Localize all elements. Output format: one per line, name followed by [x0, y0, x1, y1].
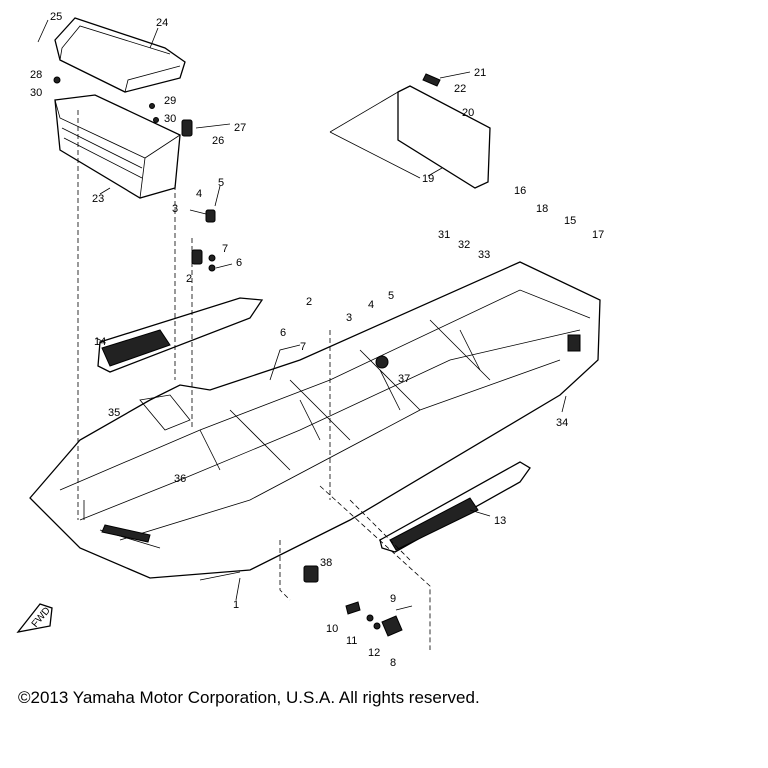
callout-17: 17 [592, 229, 604, 241]
callout-21: 21 [474, 67, 486, 79]
callout-20: 20 [462, 107, 474, 119]
callout-5b: 5 [388, 290, 394, 302]
main-frame [29, 261, 601, 581]
callout-7b: 7 [300, 341, 306, 353]
callout-37: 37 [398, 373, 410, 385]
callout-31: 31 [438, 229, 450, 241]
callout-labels: 1 2 2 3 3 4 4 5 5 6 6 7 7 8 9 10 11 12 1… [30, 11, 604, 669]
callout-35: 35 [108, 407, 120, 419]
storage-box [54, 94, 181, 199]
callout-10: 10 [326, 623, 338, 635]
callout-30: 30 [30, 87, 42, 99]
left-step-plate [97, 297, 264, 373]
callout-15: 15 [564, 215, 576, 227]
callout-5: 5 [218, 177, 224, 189]
callout-29: 29 [164, 95, 176, 107]
callout-38: 38 [320, 557, 332, 569]
callout-23: 23 [92, 193, 104, 205]
lower-hardware [303, 565, 413, 637]
callout-19: 19 [422, 173, 434, 185]
storage-lid [54, 17, 186, 93]
callout-4b: 4 [368, 299, 374, 311]
callout-18: 18 [536, 203, 548, 215]
callout-16: 16 [514, 185, 526, 197]
callout-6b: 6 [280, 327, 286, 339]
callout-36: 36 [174, 473, 186, 485]
callout-24: 24 [156, 17, 168, 29]
reference-lines [77, 110, 431, 650]
callout-3: 3 [172, 203, 178, 215]
latch-hardware-left [189, 185, 233, 272]
callout-7: 7 [222, 243, 228, 255]
callout-6: 6 [236, 257, 242, 269]
callout-14: 14 [94, 336, 106, 348]
callout-32: 32 [458, 239, 470, 251]
callout-34: 34 [556, 417, 568, 429]
hinge-bracket [53, 76, 231, 137]
callout-8: 8 [390, 657, 396, 669]
parts-diagram: FWD 1 2 2 3 3 4 4 5 5 6 6 7 7 8 9 10 11 … [16, 11, 604, 669]
callout-25: 25 [50, 11, 62, 23]
leader-lines [37, 19, 567, 601]
callout-9: 9 [390, 593, 396, 605]
copyright-notice: ©2013 Yamaha Motor Corporation, U.S.A. A… [18, 688, 480, 707]
callout-11: 11 [346, 635, 357, 647]
callout-13: 13 [494, 515, 506, 527]
callout-4: 4 [196, 188, 202, 200]
callout-27: 27 [234, 122, 246, 134]
callout-22: 22 [454, 83, 466, 95]
callout-28: 28 [30, 69, 42, 81]
callout-30b: 30 [164, 113, 176, 125]
right-step-plate [379, 461, 531, 553]
callout-1: 1 [233, 599, 239, 611]
callout-2: 2 [186, 273, 192, 285]
callout-33: 33 [478, 249, 490, 261]
fwd-arrow-icon: FWD [16, 603, 53, 633]
callout-3b: 3 [346, 312, 352, 324]
callout-12: 12 [368, 647, 380, 659]
side-panel [329, 71, 491, 189]
callout-26: 26 [212, 135, 224, 147]
callout-2b: 2 [306, 296, 312, 308]
